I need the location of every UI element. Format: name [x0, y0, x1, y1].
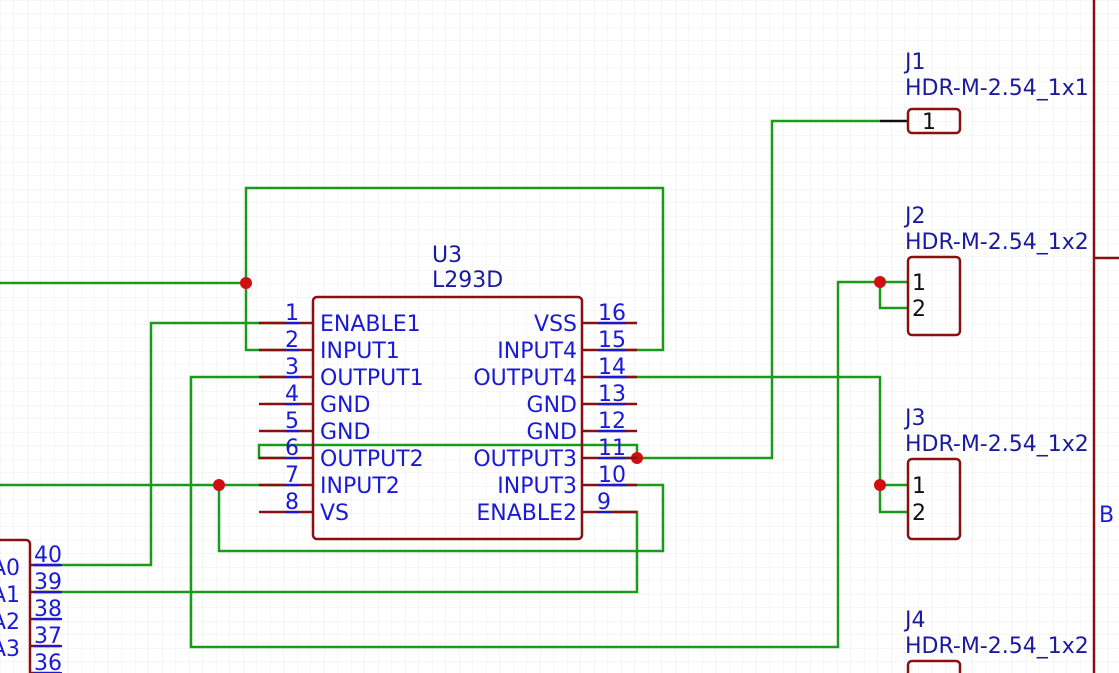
u3-pin-name: OUTPUT4	[473, 366, 577, 391]
u3-pin-number: 6	[285, 436, 299, 461]
j1-part-name: HDR-M-2.54_1x1	[905, 76, 1089, 101]
junctions	[213, 276, 886, 491]
j3-designator: J3	[903, 406, 926, 431]
u3-body	[311, 295, 584, 541]
u3-pin-name: OUTPUT2	[320, 447, 424, 472]
u3-pin-name: ENABLE2	[476, 501, 577, 526]
connector-j1[interactable]: J1 HDR-M-2.54_1x1 1	[880, 50, 1089, 135]
j3-part-name: HDR-M-2.54_1x2	[905, 432, 1089, 457]
left-part-pin-name: A1	[0, 583, 20, 608]
j3-pin-1: 1	[912, 474, 926, 499]
u3-pin-number: 4	[285, 382, 299, 407]
u3-pin-name: VSS	[534, 312, 577, 337]
j2-pin-1: 1	[912, 271, 926, 296]
u3-pin-number: 7	[285, 463, 299, 488]
u3-pin-name: INPUT4	[497, 339, 577, 364]
wire-output1-to-j4	[189, 280, 880, 649]
j3-body	[906, 457, 962, 541]
junction-dot	[240, 277, 252, 289]
left-part-pin-number: 38	[34, 597, 62, 622]
right-part[interactable]: B	[1092, 0, 1119, 673]
wire-output3-to-j1	[637, 119, 880, 460]
j3-pin-2: 2	[912, 501, 926, 526]
wire-j2-pins	[878, 282, 908, 310]
connector-j2[interactable]: J2 HDR-M-2.54_1x2 1 2	[903, 204, 1089, 337]
left-part-pin-lines	[30, 563, 60, 673]
j2-designator: J2	[903, 204, 926, 229]
wires	[0, 119, 908, 649]
junction-dot	[874, 276, 886, 288]
j2-body	[906, 255, 962, 337]
u3-pin-number: 8	[285, 490, 299, 515]
left-part-pin-name: A0	[0, 556, 20, 581]
j1-designator: J1	[903, 50, 926, 75]
u3-pin-lines	[259, 321, 637, 514]
u3-pin-name: OUTPUT1	[320, 366, 424, 391]
u3-pin-name: GND	[527, 420, 577, 445]
u3-pin-name: INPUT1	[320, 339, 400, 364]
wire-input2-input3-loop	[217, 483, 665, 553]
u3-pin-name: GND	[320, 420, 370, 445]
wire-input1-to-a0	[34, 321, 286, 567]
left-part-pin-number: 36	[34, 651, 62, 673]
wire-j3-pins	[878, 485, 908, 514]
wire-vss-loop-top	[244, 186, 665, 352]
u3-pin-number: 14	[598, 355, 626, 380]
connector-j4[interactable]: J4 HDR-M-2.54_1x2	[903, 608, 1089, 673]
right-part-label: B	[1099, 503, 1114, 528]
u3-pin-number: 15	[598, 328, 626, 353]
u3-pin-name: GND	[320, 393, 370, 418]
j4-designator: J4	[903, 608, 926, 633]
left-part-pin-name: A3	[0, 637, 20, 662]
j1-body	[906, 107, 962, 135]
j4-part-name: HDR-M-2.54_1x2	[905, 634, 1089, 659]
u3-pin-number: 3	[285, 355, 299, 380]
u3-pin-number: 11	[598, 436, 626, 461]
u3-pin-name: VS	[320, 501, 349, 526]
u3-part-name: L293D	[432, 268, 503, 293]
u3-pin-number: 16	[598, 301, 626, 326]
left-part-pin-number: 40	[34, 543, 62, 568]
j1-pin-1: 1	[922, 110, 936, 135]
left-part-pin-name: A2	[0, 610, 20, 635]
u3-pin-name: INPUT3	[497, 474, 577, 499]
u3-pin-number: 1	[285, 301, 299, 326]
junction-dot	[874, 479, 886, 491]
j2-pin-2: 2	[912, 297, 926, 322]
u3-pin-number: 5	[285, 409, 299, 434]
u3-pin-name: ENABLE1	[320, 312, 421, 337]
junction-dot	[213, 479, 225, 491]
u3-pin-number: 10	[598, 463, 626, 488]
left-part[interactable]: A0 A1 A2 A3 40 39 38 37 36	[0, 538, 62, 673]
u3-pin-number: 12	[598, 409, 626, 434]
u3-pin-name: OUTPUT3	[473, 447, 577, 472]
u3-designator: U3	[432, 243, 462, 268]
connector-j3[interactable]: J3 HDR-M-2.54_1x2 1 2	[903, 406, 1089, 541]
u3-pin-number: 13	[598, 382, 626, 407]
u3-pin-number: 9	[597, 490, 611, 515]
u3-l293d[interactable]: U3 L293D 1 2 3 4 5 6 7 8	[259, 243, 637, 541]
u3-pin-name: GND	[527, 393, 577, 418]
u3-pin-name: INPUT2	[320, 474, 400, 499]
left-part-pin-number: 37	[34, 624, 62, 649]
left-part-pin-number: 39	[34, 570, 62, 595]
wire-output4-to-j3	[611, 375, 908, 487]
j4-body	[906, 659, 962, 673]
u3-pin-number: 2	[285, 328, 299, 353]
j2-part-name: HDR-M-2.54_1x2	[905, 230, 1089, 255]
